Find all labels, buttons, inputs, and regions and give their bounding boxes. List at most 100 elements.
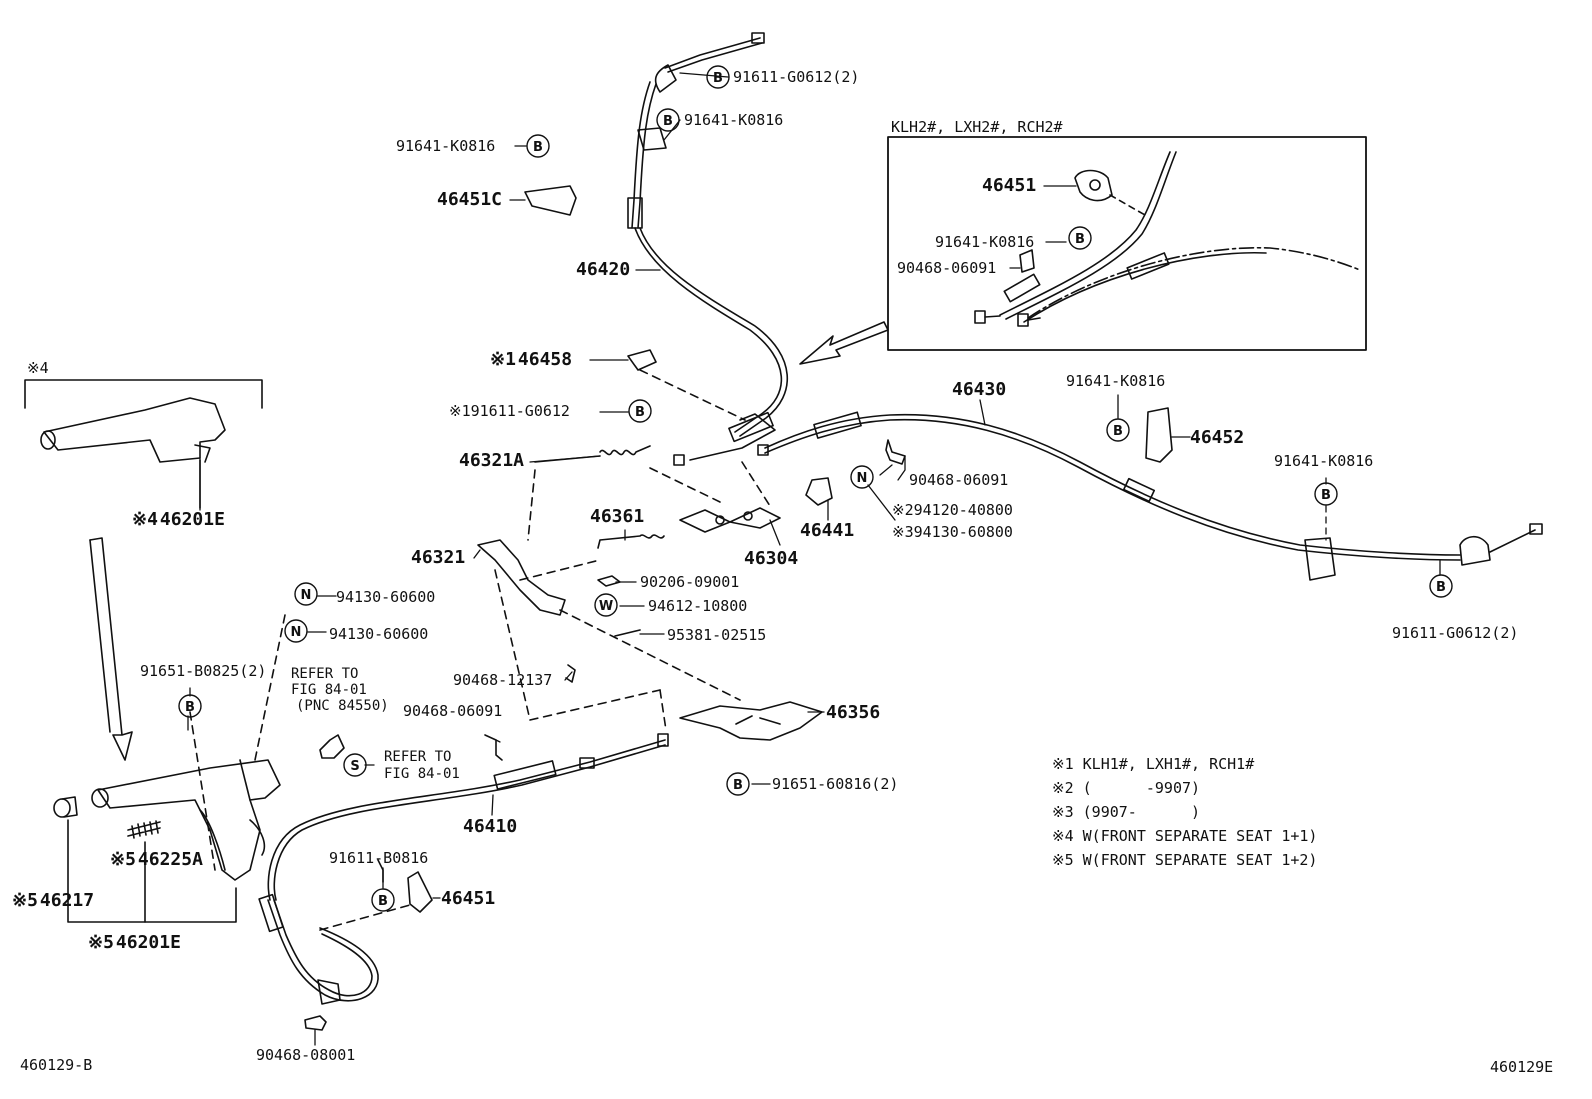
footnote-1: ※1 KLH1#, LXH1#, RCH1#: [1052, 755, 1255, 773]
part-91651-B0825-2: 91651-B0825(2): [140, 662, 267, 680]
symbol-b: B: [635, 405, 645, 420]
part-46361: 46361: [590, 506, 645, 527]
brake-lever-upper-drawing: [40, 397, 226, 463]
inset-title: KLH2#, LXH2#, RCH2#: [891, 118, 1063, 136]
diagram-id-left: 460129-B: [20, 1056, 93, 1074]
footnote-3: ※3 (9907- ): [1052, 803, 1201, 821]
part-90468-12137: 90468-12137: [453, 671, 553, 689]
refer-fig-84-01-line1: REFER TO: [384, 749, 452, 765]
direction-arrow: [89, 537, 133, 761]
symbol-b: B: [1075, 232, 1085, 247]
part-91611-G0612-m1: ※191611-G0612: [449, 402, 570, 420]
symbol-b: B: [733, 778, 743, 793]
footnote-4: ※4 W(FRONT SEPARATE SEAT 1+1): [1052, 827, 1318, 845]
cable-46410-drawing: [267, 733, 669, 901]
brake-lever-drawing: [91, 759, 281, 881]
part-90206-09001: 90206-09001: [640, 573, 740, 591]
symbol-b: B: [533, 140, 543, 155]
part-91641-K0816-right: 91641-K0816: [1066, 372, 1166, 390]
part-46451-inset: 46451: [982, 175, 1037, 196]
symbol-b: B: [1321, 488, 1331, 503]
part-91611-G0612-2-top: 91611-G0612(2): [733, 68, 860, 86]
part-94130-60600-b: 94130-60600: [329, 625, 429, 643]
cover-46356-drawing: [679, 701, 823, 741]
lever-cable-drawing: [258, 893, 411, 1005]
diagram-id-right: 460129E: [1490, 1058, 1554, 1076]
symbol-b: B: [713, 71, 723, 86]
part-91611-B0816: 91611-B0816: [329, 849, 429, 867]
mark-1: ※1: [490, 349, 516, 370]
symbol-circles: [178, 65, 1453, 912]
part-46304: 46304: [744, 548, 799, 569]
clip-46451-lower-drawing: [407, 871, 433, 913]
part-46452: 46452: [1190, 427, 1245, 448]
part-90468-08001: 90468-08001: [256, 1046, 356, 1064]
part-94130-60800: ※394130-60800: [892, 523, 1013, 541]
symbol-b: B: [185, 700, 195, 715]
pin-46361-drawing: [597, 534, 665, 549]
symbol-s: S: [350, 759, 359, 774]
part-91611-G0612-2-right: 91611-G0612(2): [1392, 624, 1519, 642]
mark-4-group: ※4: [27, 359, 49, 377]
part-90468-06091-lower: 90468-06091: [403, 702, 503, 720]
part-94120-40800: ※294120-40800: [892, 501, 1013, 519]
symbol-b: B: [378, 894, 388, 909]
symbol-b: B: [1436, 580, 1446, 595]
spring-46225A-drawing: [127, 820, 161, 839]
part-90468-06091-mid: 90468-06091: [909, 471, 1009, 489]
part-95381-02515: 95381-02515: [667, 626, 767, 644]
symbol-n: N: [291, 625, 302, 640]
inset-cables: [974, 151, 1361, 327]
mark-4: ※4: [132, 509, 158, 530]
part-46321: 46321: [411, 547, 466, 568]
clip-46452-drawing: [1145, 407, 1173, 463]
footnote-5: ※5 W(FRONT SEPARATE SEAT 1+2): [1052, 851, 1318, 869]
part-91641-K0816-inset: 91641-K0816: [935, 233, 1035, 251]
bracket-46321-drawing: [477, 539, 566, 616]
part-91641-K0816-left: 91641-K0816: [396, 137, 496, 155]
part-94130-60600-a: 94130-60600: [336, 588, 436, 606]
symbol-w: W: [599, 599, 613, 614]
part-46441: 46441: [800, 520, 855, 541]
refer-fig-84-01-pnc-line2: FIG 84-01: [291, 682, 367, 698]
part-46410: 46410: [463, 816, 518, 837]
symbol-b: B: [663, 114, 673, 129]
part-46420: 46420: [576, 259, 631, 280]
part-91651-60816-2: 91651-60816(2): [772, 775, 899, 793]
mark-5: ※5: [110, 849, 136, 870]
mark-1: ※1: [449, 402, 471, 420]
part-46356: 46356: [826, 702, 881, 723]
symbol-b: B: [1113, 424, 1123, 439]
equalizer-46304-drawing: [649, 411, 833, 533]
part-46451-lower: 46451: [441, 888, 496, 909]
mark-3: ※3: [892, 523, 914, 541]
part-46451C: 46451C: [437, 189, 503, 210]
part-46430: 46430: [952, 379, 1007, 400]
part-46321A: 46321A: [459, 450, 525, 471]
refer-fig-84-01-pnc-line3: (PNC 84550): [296, 698, 389, 714]
mark-2: ※2: [892, 501, 914, 519]
part-91641-K0816-top: 91641-K0816: [684, 111, 784, 129]
inset-pointer-arrow: [799, 321, 889, 365]
mark-5: ※5: [12, 890, 38, 911]
symbol-n: N: [857, 471, 868, 486]
part-94612-10800: 94612-10800: [648, 597, 748, 615]
part-46458-drawing: [627, 349, 657, 371]
rear-cable-46430-drawing: [757, 411, 1543, 581]
clip-46451C-drawing: [524, 185, 577, 216]
inset-frame: [887, 136, 1367, 351]
refer-fig-84-01-line2: FIG 84-01: [384, 766, 460, 782]
mark-5: ※5: [88, 932, 114, 953]
symbol-letters: B B B B B B B B N N N B W S B B: [185, 71, 1446, 909]
footnote-2: ※2 ( -9907): [1052, 779, 1201, 797]
leader-lines: [187, 72, 1441, 1046]
symbol-n: N: [301, 588, 312, 603]
front-cable-46420-drawing: [627, 32, 788, 437]
